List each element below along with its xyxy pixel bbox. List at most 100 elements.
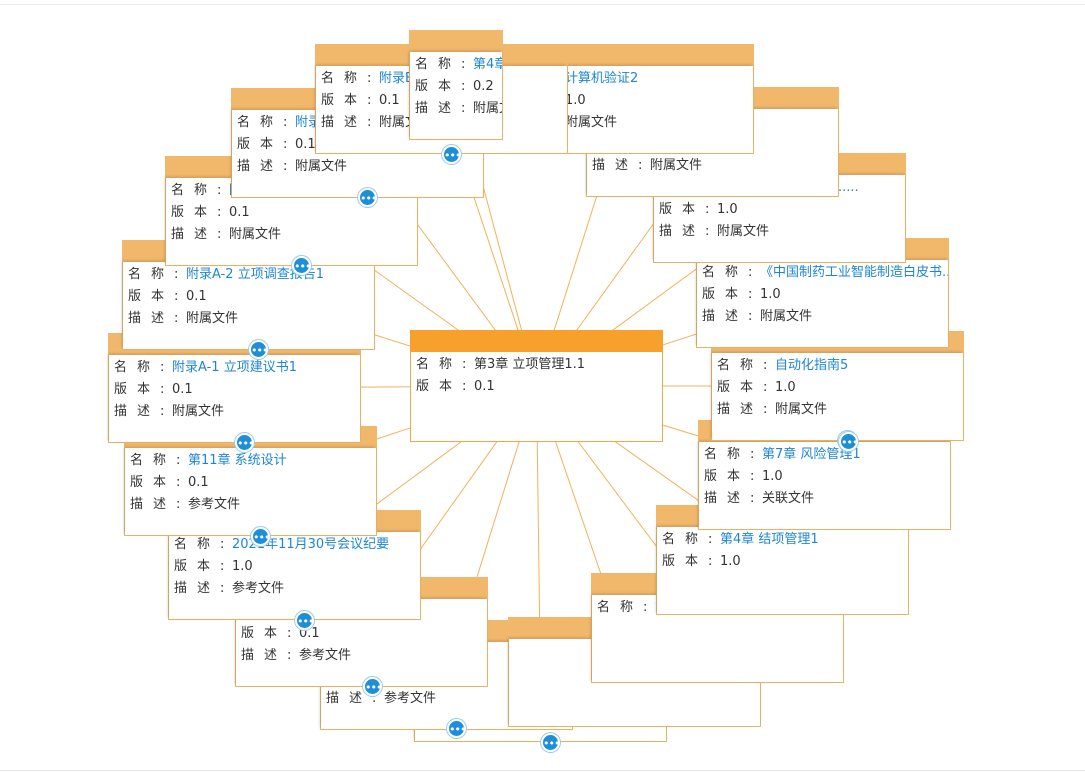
- field-value: 0.1: [229, 205, 250, 220]
- field-colon: :: [217, 227, 222, 242]
- field-value: 参考文件: [299, 648, 352, 663]
- field-value: 参考文件: [188, 497, 241, 512]
- field-colon: :: [750, 447, 755, 462]
- field-colon: :: [750, 491, 755, 506]
- field-key: 本: [438, 79, 452, 94]
- field-value: 第3章 立项管理1.1: [474, 357, 586, 372]
- more-options-button[interactable]: •••: [292, 256, 311, 275]
- description-row: 描述:附属文件: [702, 306, 948, 328]
- field-key: 述: [153, 497, 167, 512]
- version-row: 版本:0.1: [241, 623, 487, 645]
- field-key: 本: [197, 559, 211, 574]
- field-key: 述: [344, 115, 358, 130]
- field-key: 本: [727, 469, 741, 484]
- name-row: 名称:附录A-1 立项建议书1: [114, 357, 360, 379]
- description-row: 描述:附属文件: [659, 221, 905, 243]
- field-colon: :: [461, 57, 466, 72]
- field-key: 称: [740, 358, 754, 373]
- field-value: 0.2: [473, 79, 494, 94]
- field-key: 描: [592, 158, 606, 173]
- field-value: 0.1: [188, 475, 209, 490]
- field-value: 0.1: [186, 289, 207, 304]
- field-key: 描: [237, 159, 251, 174]
- version-row: 版本:0.1: [416, 376, 662, 398]
- more-options-button[interactable]: •••: [839, 432, 858, 451]
- field-key: 描: [130, 497, 144, 512]
- field-value: 附属文件: [775, 402, 828, 417]
- field-colon: :: [763, 402, 768, 417]
- document-link[interactable]: 附录: [295, 115, 322, 130]
- field-key: 描: [704, 491, 718, 506]
- field-value: 1.0: [717, 202, 738, 217]
- field-key: 述: [438, 101, 452, 116]
- field-colon: :: [638, 158, 643, 173]
- field-colon: :: [461, 79, 466, 94]
- document-link[interactable]: 2021年11月30号会议纪要: [232, 537, 390, 552]
- more-options-button[interactable]: •••: [295, 611, 314, 630]
- document-link[interactable]: 第7章 风险管理1: [762, 447, 861, 462]
- field-colon: :: [748, 309, 753, 324]
- field-value: 附属文件: [565, 115, 618, 130]
- name-row: 名称:《中国制药工业智能制造白皮书......: [702, 262, 948, 284]
- field-key: 述: [725, 309, 739, 324]
- empty-row: [597, 619, 843, 641]
- field-key: 名: [597, 600, 611, 615]
- field-value: 1.0: [232, 559, 253, 574]
- name-row: 名称:附录: [237, 112, 483, 134]
- field-colon: :: [748, 287, 753, 302]
- document-link[interactable]: 第4章 结项管理1: [720, 532, 819, 547]
- field-colon: :: [367, 115, 372, 130]
- field-key: 本: [685, 554, 699, 569]
- field-colon: :: [708, 554, 713, 569]
- field-value: 附属文件: [186, 311, 239, 326]
- description-row: 描述:附属文件: [717, 399, 963, 421]
- document-link[interactable]: 自动化指南5: [775, 358, 849, 373]
- field-value: 参考文件: [384, 691, 437, 706]
- field-key: 描: [659, 224, 673, 239]
- document-link[interactable]: 计算机验证2: [565, 71, 639, 86]
- field-key: 版: [662, 554, 676, 569]
- more-options-button[interactable]: •••: [358, 188, 377, 207]
- document-link[interactable]: 附录A-2 立项调查报告1: [186, 267, 324, 282]
- name-row: 名称:附录B: [321, 68, 567, 90]
- field-key: 述: [349, 691, 363, 706]
- more-options-button[interactable]: •••: [447, 719, 466, 738]
- field-key: 名: [171, 183, 185, 198]
- field-key: 名: [415, 57, 429, 72]
- field-key: 称: [620, 600, 634, 615]
- field-key: 称: [153, 453, 167, 468]
- field-colon: :: [287, 626, 292, 641]
- name-row: 名称:2021年11月30号会议纪要: [174, 534, 420, 556]
- field-key: 描: [321, 115, 335, 130]
- field-colon: :: [217, 205, 222, 220]
- more-options-button[interactable]: •••: [235, 433, 254, 452]
- more-options-button[interactable]: •••: [249, 340, 268, 359]
- field-colon: :: [220, 581, 225, 596]
- top-divider: [0, 4, 1085, 5]
- field-key: 称: [151, 267, 165, 282]
- more-options-button[interactable]: •••: [541, 733, 560, 752]
- document-link[interactable]: 《中国制药工业智能制造白皮书......: [760, 265, 948, 280]
- field-colon: :: [160, 360, 165, 375]
- document-link[interactable]: 第11章 系统设计: [188, 453, 287, 468]
- field-colon: :: [748, 265, 753, 280]
- field-colon: :: [763, 358, 768, 373]
- more-options-button[interactable]: •••: [442, 145, 461, 164]
- document-link[interactable]: 附录A-1 立项建议书1: [172, 360, 297, 375]
- more-options-button[interactable]: •••: [251, 527, 270, 546]
- document-link[interactable]: 第4章: [473, 57, 502, 72]
- more-options-button[interactable]: •••: [363, 677, 382, 696]
- document-link[interactable]: 附录B: [379, 71, 414, 86]
- field-colon: :: [220, 559, 225, 574]
- field-colon: :: [176, 475, 181, 490]
- field-key: 版: [415, 79, 429, 94]
- field-key: 版: [416, 379, 430, 394]
- field-key: 本: [439, 379, 453, 394]
- field-key: 本: [153, 475, 167, 490]
